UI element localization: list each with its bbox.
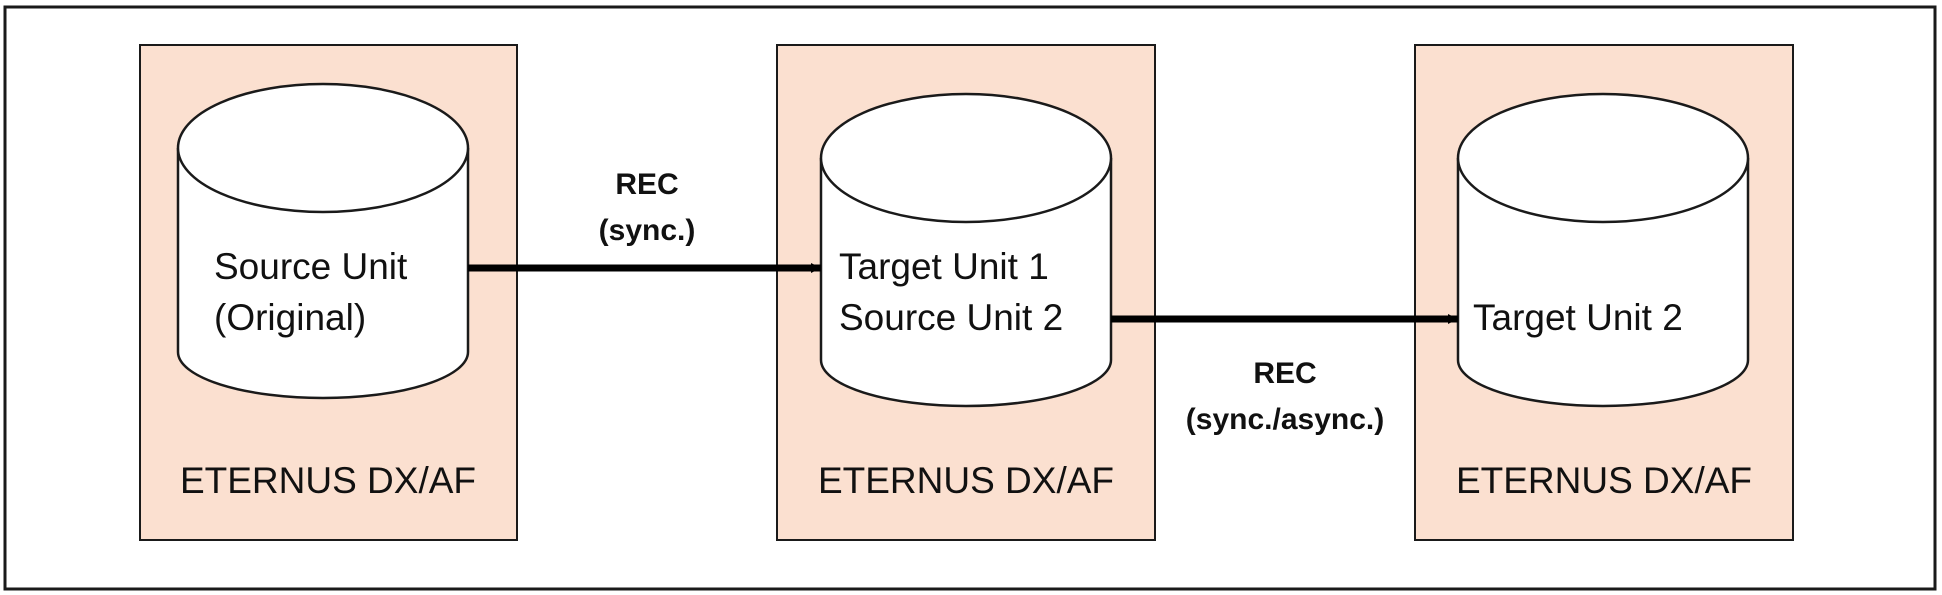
connection-label-line-1: REC [615,168,678,201]
volume-label-line-1: Source Unit [214,246,408,287]
storage-system-3: Target Unit 2 ETERNUS DX/AF [1414,44,1794,541]
disk-volume-icon [1456,92,1750,408]
storage-system-1: Source Unit (Original) ETERNUS DX/AF [139,44,518,541]
rec-connection-1: REC (sync.) [468,168,821,273]
storage-label: ETERNUS DX/AF [1456,460,1752,501]
storage-label: ETERNUS DX/AF [818,460,1114,501]
volume-label-line-2: (Original) [214,297,366,338]
disk-volume-icon [819,92,1113,408]
connection-label-line-1: REC [1253,357,1316,390]
storage-system-2: Target Unit 1 Source Unit 2 ETERNUS DX/A… [776,44,1156,541]
storage-label: ETERNUS DX/AF [180,460,476,501]
volume-label-line-2: Source Unit 2 [839,297,1063,338]
volume-label-line-1: Target Unit 1 [839,246,1049,287]
connection-label-line-2: (sync.) [599,214,696,247]
volume-label-line-1: Target Unit 2 [1473,297,1683,338]
connection-label-line-2: (sync./async.) [1186,403,1384,436]
disk-volume-icon [176,82,470,400]
rec-connection-2: REC (sync./async.) [1111,314,1458,436]
